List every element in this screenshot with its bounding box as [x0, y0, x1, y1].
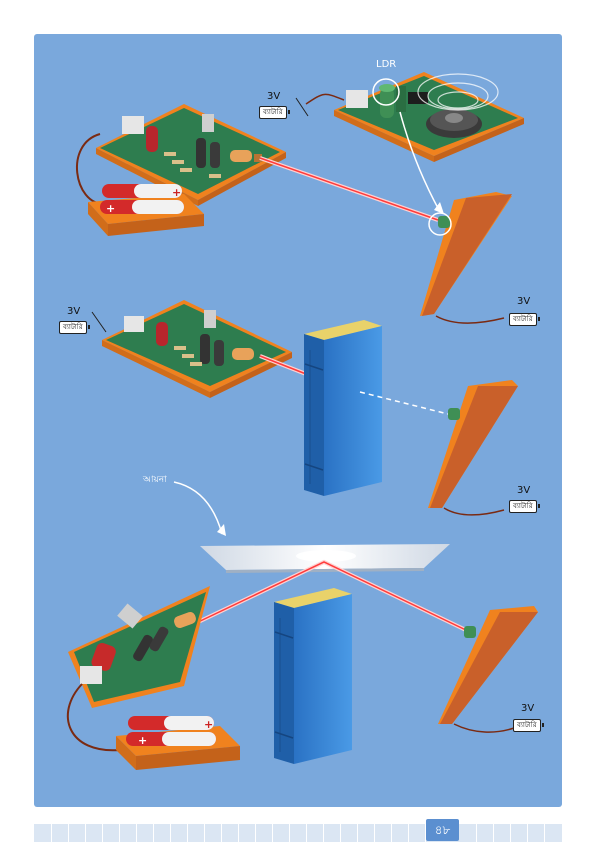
voltage-label-5: 3V [521, 703, 535, 714]
book-2 [304, 320, 382, 496]
footer-strip [34, 824, 562, 842]
page-number: ৪৮ [426, 819, 459, 841]
receiver-board-3 [438, 606, 538, 724]
mirror [200, 544, 450, 573]
battery-pack-3: + + [116, 716, 240, 770]
voltage-label-2: 3V [517, 296, 531, 307]
circuit-board-2 [102, 300, 292, 398]
battery-label-5: ব্যাটারি [513, 719, 544, 732]
battery-label-2: ব্যাটারি [509, 313, 540, 326]
receiver-board-2 [428, 380, 518, 508]
mirror-label: আয়না [142, 475, 167, 485]
voltage-label-4: 3V [517, 485, 531, 496]
voltage-label-3: 3V [67, 306, 81, 317]
battery-pack-1: + + [88, 184, 204, 236]
svg-text:+: + [106, 202, 115, 215]
illustration-panel: + + LDR [34, 34, 562, 807]
ldr-board [334, 72, 524, 162]
svg-text:+: + [138, 734, 147, 747]
book-3 [274, 588, 352, 764]
battery-label-1: ব্যাটারি [259, 106, 290, 119]
ldr-label: LDR [376, 59, 396, 70]
circuit-illustration: + + LDR [66, 59, 538, 770]
circuit-board-1 [96, 104, 286, 206]
svg-text:+: + [204, 718, 213, 731]
circuit-board-3 [68, 586, 210, 708]
voltage-label-1: 3V [267, 91, 281, 102]
battery-label-4: ব্যাটারি [509, 500, 540, 513]
battery-label-3: ব্যাটারি [59, 321, 90, 334]
svg-text:+: + [172, 186, 181, 199]
receiver-board-1 [420, 192, 512, 316]
